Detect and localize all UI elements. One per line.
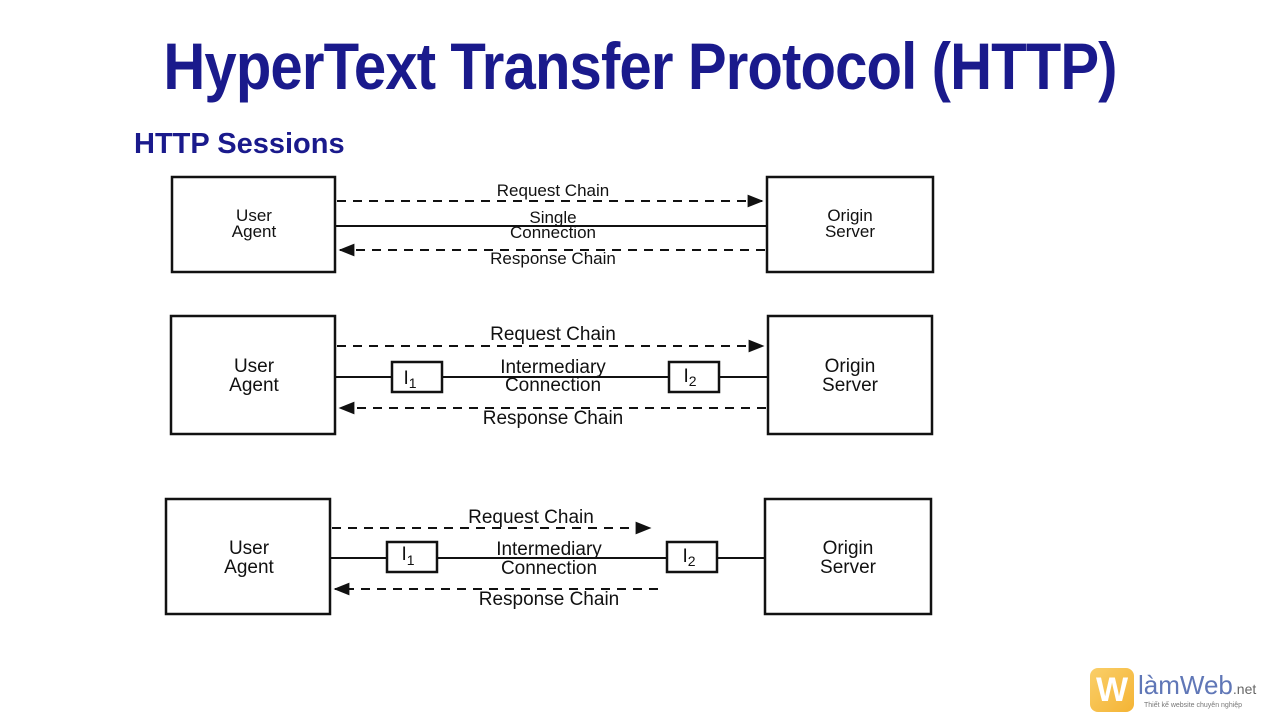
user-agent-label-line1: User — [236, 206, 272, 225]
origin-server-box — [763, 497, 933, 616]
intermediary-1-box — [385, 540, 439, 574]
origin-server-label-line2: Server — [820, 557, 877, 578]
lamweb-logo-tld: .net — [1232, 681, 1257, 697]
user-agent-box — [164, 497, 332, 616]
user-agent-label-line2: Agent — [224, 557, 274, 578]
diagram-intermediary-connection-1: User Agent Origin Server Request Chain I… — [169, 314, 934, 436]
user-agent-box — [169, 314, 337, 436]
intermediary-2-label: I2 — [683, 366, 696, 389]
intermediary-1-label: I1 — [403, 368, 416, 391]
user-agent-label-line1: User — [229, 538, 270, 559]
connection-label-line1: Single — [529, 208, 576, 227]
origin-server-box — [766, 314, 934, 436]
response-chain-label: Response Chain — [479, 589, 619, 610]
user-agent-label-line2: Agent — [229, 375, 279, 396]
origin-server-label-line2: Server — [822, 375, 879, 396]
request-chain-label: Request Chain — [468, 507, 594, 528]
user-agent-box — [170, 175, 337, 274]
intermediary-2-label: I2 — [682, 546, 695, 569]
origin-server-box — [765, 175, 935, 274]
page-title: HyperText Transfer Protocol (HTTP) — [163, 29, 1117, 103]
connection-label-line2: Connection — [501, 558, 597, 579]
lamweb-logo-text: làmWeb.net — [1138, 670, 1256, 701]
diagram-intermediary-connection-2: User Agent Origin Server Request Chain I… — [164, 497, 933, 616]
request-chain-label: Request Chain — [490, 324, 616, 345]
section-subtitle: HTTP Sessions — [134, 128, 345, 160]
intermediary-1-box — [390, 360, 444, 394]
lamweb-logo-tagline: Thiết kế website chuyên nghiệp — [1144, 702, 1243, 709]
intermediary-1-label: I1 — [401, 544, 414, 568]
user-agent-label-line2: Agent — [232, 222, 277, 241]
origin-server-label-line1: Origin — [825, 356, 876, 377]
response-chain-label: Response Chain — [490, 249, 616, 268]
diagram-single-connection: User Agent Origin Server Request Chain S… — [170, 175, 935, 274]
connection-label-line1: Intermediary — [500, 357, 606, 378]
intermediary-2-box — [665, 540, 719, 574]
user-agent-label-line1: User — [234, 356, 275, 377]
lamweb-logo-mark: W — [1090, 668, 1134, 712]
origin-server-label-line1: Origin — [827, 206, 872, 225]
origin-server-label-line2: Server — [825, 222, 875, 241]
lamweb-logo-name: làmWeb — [1138, 670, 1233, 700]
connection-label-line2: Connection — [510, 223, 596, 242]
request-chain-label: Request Chain — [497, 181, 609, 200]
response-chain-label: Response Chain — [483, 408, 623, 429]
connection-label-line1: Intermediary — [496, 539, 602, 560]
origin-server-label-line1: Origin — [823, 538, 874, 559]
lamweb-logo: W làmWeb.net Thiết kế website chuyên ngh… — [1090, 664, 1280, 720]
connection-label-line2: Connection — [505, 375, 601, 396]
